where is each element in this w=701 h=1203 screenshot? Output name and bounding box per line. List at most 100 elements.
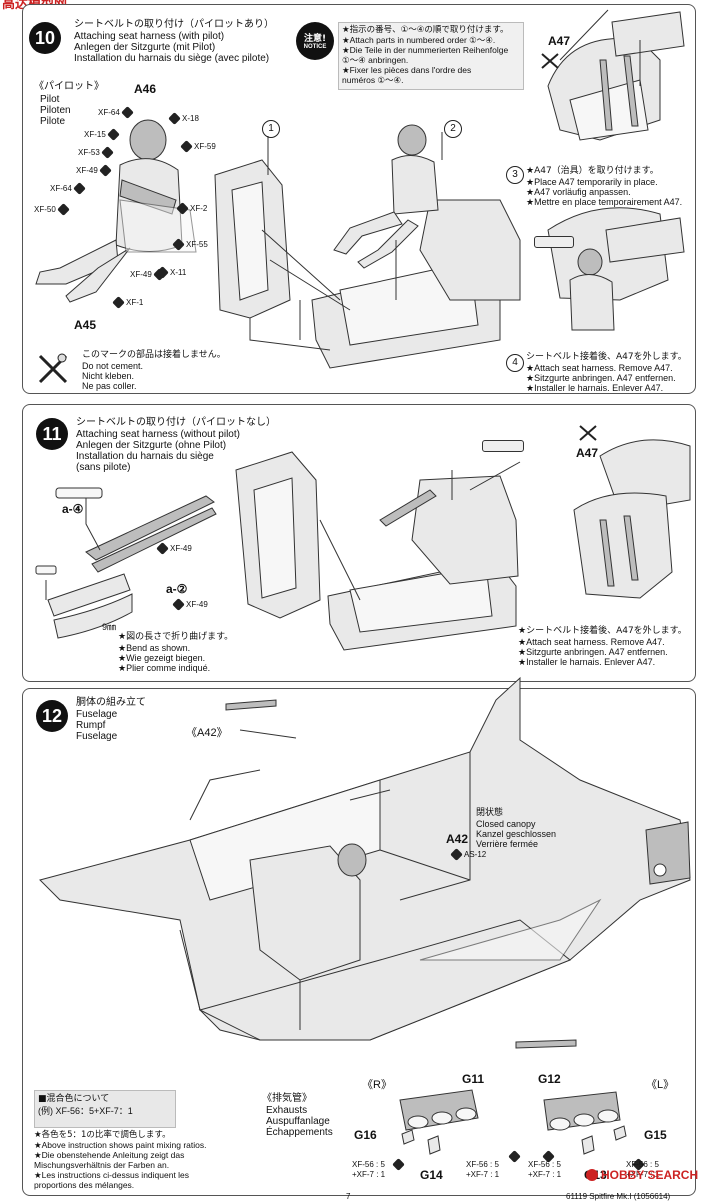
mix-left-dot <box>392 1156 405 1174</box>
pilot-heading: 《パイロット》 <box>34 81 104 92</box>
paint-xf53: XF-53 <box>78 146 114 159</box>
sub4-fr: ★Installer le harnais. Enlever A47. <box>526 383 664 393</box>
mix-mid2-1: XF-56 : 5 <box>528 1160 561 1169</box>
step12-number: 12 <box>36 700 68 732</box>
mix-mid1-dot <box>508 1148 521 1166</box>
step12-a42-label: A42 <box>446 832 469 846</box>
mix-title: ■混合色について <box>38 1094 110 1104</box>
step11-title-fr-1: Installation du harnais du siège <box>76 451 214 462</box>
mix-mid2-2: +XF-7 : 1 <box>528 1170 562 1179</box>
mix-mid1-2: +XF-7 : 1 <box>466 1170 500 1179</box>
canopy-jp: 閉状態 <box>476 808 504 818</box>
step11-title-de: Anlegen der Sitzgurte (ohne Pilot) <box>76 440 227 451</box>
step11-paint-1: XF-49 <box>156 542 192 555</box>
remove-de: ★Sitzgurte anbringen. A47 entfernen. <box>518 647 668 657</box>
step11-a4-label: a-④ <box>62 502 84 516</box>
watermark-hobbysearch: HOBBY SEARCH <box>586 1168 698 1182</box>
paint-xf1: XF-1 <box>112 296 143 309</box>
pilot-part-label: A46 <box>134 82 157 96</box>
bend-jp: ★図の長さで折り曲げます。 <box>118 632 234 642</box>
notice-line-3: ★Die Teile in der nummerierten Reihenfol… <box>342 45 509 55</box>
notice-line-6: numéros ①～④. <box>342 75 404 85</box>
step11-dimension: 9㎜ <box>102 622 117 632</box>
part-g12: G12 <box>538 1072 561 1086</box>
exhaust-name-fr: Échappements <box>266 1127 333 1138</box>
mix-left-1: XF-56 : 5 <box>352 1160 385 1169</box>
paint-xf49-b: XF-49 <box>130 268 166 281</box>
exhaust-l-label: 《L》 <box>646 1079 675 1091</box>
step12-a42-paint: AS-12 <box>450 848 486 861</box>
canopy-fr: Verrière fermée <box>476 839 539 849</box>
callout-3: 3 <box>506 166 524 184</box>
notice-box <box>338 22 524 90</box>
callout-4: 4 <box>506 354 524 372</box>
mix-box <box>34 1090 176 1128</box>
pilot-name-fr: Pilote <box>40 116 66 127</box>
step10-number: 10 <box>29 22 61 54</box>
no-cement-fr: Ne pas coller. <box>82 381 137 391</box>
step10-tool-icon <box>534 236 574 248</box>
step12-title-fr: Fuselage <box>76 731 118 742</box>
bend-fr: ★Plier comme indiqué. <box>118 663 211 673</box>
notice-line-1: ★指示の番号、①～④の順で取り付けます。 <box>342 25 509 35</box>
bend-en: ★Bend as shown. <box>118 643 191 653</box>
mix-mid1-1: XF-56 : 5 <box>466 1160 499 1169</box>
step12-a42-ref: 《A42》 <box>186 727 228 739</box>
step10-title-jp: シートベルトの取り付け（パイロットあり） <box>74 19 274 30</box>
canopy-de: Kanzel geschlossen <box>476 829 557 839</box>
step11-a47-label: A47 <box>576 446 599 460</box>
mix-note-6: proportions des mélanges. <box>34 1180 135 1190</box>
notice-badge-jp: 注意! <box>303 34 327 44</box>
step11-title-jp: シートベルトの取り付け（パイロットなし） <box>76 417 276 428</box>
sub4-de: ★Sitzgurte anbringen. A47 entfernen. <box>526 373 676 383</box>
step12-title-de: Rumpf <box>76 720 106 731</box>
no-cement-jp: このマークの部品は接着しません。 <box>82 350 226 360</box>
bend-de: ★Wie gezeigt biegen. <box>118 653 206 663</box>
step11-title-fr-2: (sans pilote) <box>76 462 131 473</box>
part-g15: G15 <box>644 1128 667 1142</box>
step11-a2-label: a-② <box>166 582 188 596</box>
step11-number: 11 <box>36 418 68 450</box>
paint-x18: X-18 <box>168 112 199 125</box>
remove-fr: ★Installer le harnais. Enlever A47. <box>518 657 656 667</box>
exhaust-name-en: Exhausts <box>266 1105 308 1116</box>
mix-note-4: Mischungsverhältnis der Farben an. <box>34 1160 170 1170</box>
paint-xf50: XF-50 <box>34 203 70 216</box>
footer-code: 61119 Spitfire Mk.I (1056614) <box>566 1192 671 1201</box>
mix-note-1: ★各色を5：1の比率で調色します。 <box>34 1130 171 1140</box>
canopy-en: Closed canopy <box>476 819 536 829</box>
paint-xf49-a: XF-49 <box>76 164 112 177</box>
mix-right-1: XF-56 : 5 <box>626 1160 659 1169</box>
step10-title-en: Attaching seat harness (with pilot) <box>74 31 225 42</box>
exhaust-r-label: 《R》 <box>362 1079 392 1091</box>
notice-line-2: ★Attach parts in numbered order ①～④. <box>342 35 496 45</box>
step11-title-en: Attaching seat harness (without pilot) <box>76 429 240 440</box>
step12-title-en: Fuselage <box>76 709 118 720</box>
pilot-base-label: A45 <box>74 318 97 332</box>
sub4-jp: シートベルト接着後、A47を外します。 <box>526 352 687 362</box>
pilot-name-de: Piloten <box>40 105 71 116</box>
sub3-fr: ★Mettre en place temporairement A47. <box>526 197 683 207</box>
step11-paint-2: XF-49 <box>172 598 208 611</box>
sub3-jp: ★A47（治具）を取り付けます。 <box>526 166 659 176</box>
step10-no-cement-small-icon <box>540 52 560 70</box>
watermark-hs-icon <box>586 1169 598 1181</box>
mix-right-2: +XF-7 : 1 <box>626 1170 660 1179</box>
part-g14: G14 <box>420 1168 443 1182</box>
notice-line-4: ①～④ anbringen. <box>342 55 409 65</box>
notice-badge: 注意! NOTICE <box>296 22 334 60</box>
callout-1: 1 <box>262 120 280 138</box>
step11-tool-icon <box>482 440 524 452</box>
mix-example: (例) XF-56：5+XF-7：1 <box>38 1106 133 1116</box>
paint-xf2: XF-2 <box>176 202 207 215</box>
part-g16: G16 <box>354 1128 377 1142</box>
sub4-en: ★Attach seat harness. Remove A47. <box>526 363 673 373</box>
sub3-de: ★A47 vorläufig anpassen. <box>526 187 631 197</box>
remove-jp: ★シートベルト接着後、A47を外します。 <box>518 626 687 636</box>
paint-xf55: XF-55 <box>172 238 208 251</box>
paint-xf59: XF-59 <box>180 140 216 153</box>
sub3-en: ★Place A47 temporarily in place. <box>526 177 658 187</box>
mix-note-2: ★Above instruction shows paint mixing ra… <box>34 1140 207 1150</box>
paint-xf64-a: XF-64 <box>98 106 134 119</box>
footer-page: 7 <box>346 1192 351 1201</box>
